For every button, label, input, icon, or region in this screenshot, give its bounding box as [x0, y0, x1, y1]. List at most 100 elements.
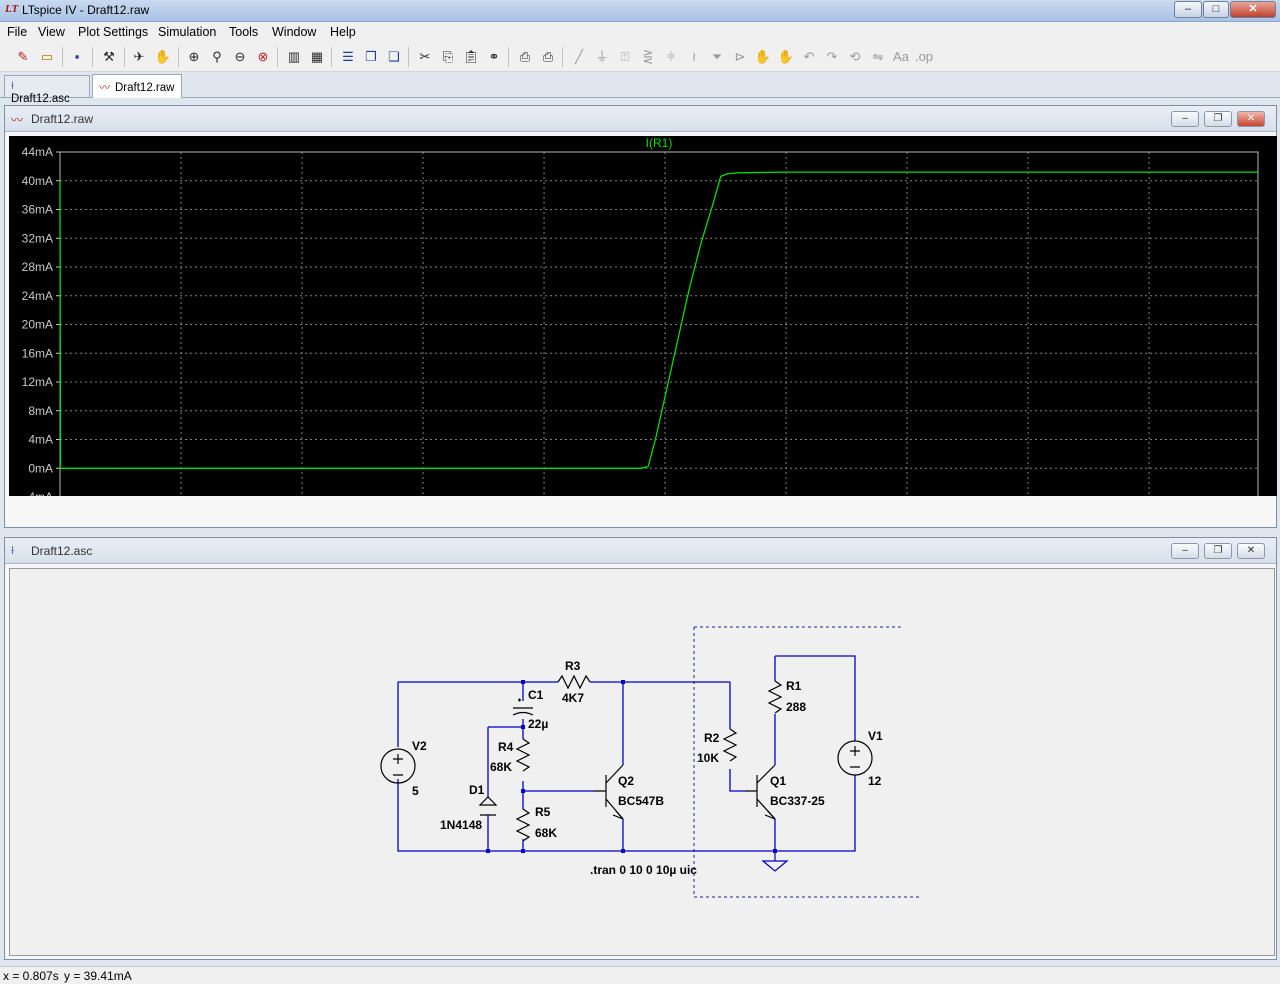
components — [380, 674, 873, 872]
waveform-window-titlebar: 〰 Draft12.raw – ❐ ✕ — [5, 106, 1276, 132]
zoom-icon[interactable]: ⚲ — [212, 49, 222, 64]
plot-restore-button[interactable]: ❐ — [1204, 111, 1232, 127]
y-tick-label: 16mA — [22, 346, 53, 360]
schematic-minimize-button[interactable]: – — [1171, 543, 1199, 559]
r5-ref: R5 — [535, 805, 551, 819]
schematic-window-titlebar: ⟊ Draft12.asc – ❐ ✕ — [5, 538, 1276, 564]
r2-ref: R2 — [704, 731, 720, 745]
print-icon[interactable]: ⎙ — [542, 49, 554, 64]
d1-ref: D1 — [469, 783, 485, 797]
menu-view[interactable]: View — [38, 25, 65, 39]
y-tick-label: 12mA — [22, 375, 53, 389]
inductor-icon[interactable]: ≀ — [691, 49, 697, 64]
component-icon[interactable]: ⊳ — [734, 49, 746, 64]
spice-directive[interactable]: .tran 0 10 0 10µ uic — [590, 863, 697, 877]
copy-icon[interactable]: ⎘ — [442, 49, 454, 64]
plot-minimize-button[interactable]: – — [1171, 111, 1199, 127]
zoom-in-icon[interactable]: ⊕ — [188, 49, 200, 64]
text-icon[interactable]: Aa — [893, 49, 909, 64]
menu-window[interactable]: Window — [272, 25, 317, 39]
menu-simulation[interactable]: Simulation — [158, 25, 217, 39]
drag-icon[interactable]: ✋ — [777, 49, 795, 64]
rotate-icon[interactable]: ⟲ — [849, 49, 861, 64]
pan-icon[interactable]: ✋ — [154, 49, 172, 64]
trace-i-r1 — [59, 171, 1258, 469]
open-icon[interactable]: ▭ — [40, 49, 54, 64]
schematic-restore-button[interactable]: ❐ — [1204, 543, 1232, 559]
r4-value: 68K — [490, 760, 512, 774]
menu-file[interactable]: File — [7, 25, 28, 39]
diode-icon[interactable]: ⏷ — [711, 49, 723, 64]
y-tick-label: 28mA — [22, 260, 53, 274]
menu-tools[interactable]: Tools — [229, 25, 259, 39]
move-icon[interactable]: ✋ — [754, 49, 772, 64]
save-icon[interactable]: ▪ — [74, 49, 80, 64]
r3-value: 4K7 — [562, 691, 584, 705]
run-icon[interactable]: ✈ — [133, 49, 145, 64]
q1-ref: Q1 — [770, 774, 786, 788]
wire-icon[interactable]: ╱ — [575, 49, 583, 64]
y-tick-label: 0mA — [28, 461, 53, 475]
delete-trace-icon[interactable]: ▦ — [310, 49, 324, 64]
capacitor-icon[interactable]: ⫩ — [667, 49, 675, 64]
zoom-cancel-icon[interactable]: ⊗ — [257, 49, 269, 64]
v1-ref: V1 — [868, 729, 883, 743]
control-panel-icon[interactable]: ⚒ — [103, 49, 115, 64]
status-bar: x = 0.807s y = 39.41mA — [0, 966, 1280, 984]
zoom-out-icon[interactable]: ⊖ — [234, 49, 246, 64]
mirror-icon[interactable]: ⇋ — [872, 49, 884, 64]
r1-value: 288 — [786, 700, 806, 714]
circuit-diagram[interactable]: V2 5 C1 22µ R3 4K7 R4 68K R5 68K D1 1N41… — [10, 569, 1276, 957]
find-icon[interactable]: ⚭ — [488, 49, 500, 64]
print-setup-icon[interactable]: ⎙ — [519, 49, 531, 64]
undo-icon[interactable]: ↶ — [803, 49, 815, 64]
plot-close-button[interactable]: ✕ — [1237, 111, 1265, 127]
q2-value: BC547B — [618, 794, 664, 808]
tile-horizontal-icon[interactable]: ☰ — [342, 49, 354, 64]
ltspice-logo-icon: LT — [5, 3, 19, 15]
close-button[interactable]: ✕ — [1230, 1, 1276, 18]
spice-directive-icon[interactable]: .op — [914, 49, 934, 64]
new-schematic-icon[interactable]: ✎ — [17, 49, 29, 64]
minimize-button[interactable]: – — [1174, 1, 1202, 18]
schematic-canvas[interactable]: V2 5 C1 22µ R3 4K7 R4 68K R5 68K D1 1N41… — [9, 568, 1275, 956]
paste-icon[interactable]: 📋︎ — [462, 49, 480, 64]
tile-vertical-icon[interactable]: ❏ — [388, 49, 400, 64]
autorange-icon[interactable]: ▥ — [287, 49, 301, 64]
label-net-icon[interactable]: ⍐ — [621, 49, 629, 64]
cascade-icon[interactable]: ❐ — [365, 49, 377, 64]
r5-value: 68K — [535, 826, 557, 840]
menu-plot-settings[interactable]: Plot Settings — [78, 25, 149, 39]
trace-label-i-r1: I(R1) — [646, 136, 673, 150]
y-tick-label: 24mA — [22, 289, 53, 303]
window-title: LTspice IV - Draft12.raw — [22, 3, 150, 17]
tab-draft12-asc[interactable]: ⟊Draft12.asc — [4, 75, 90, 105]
waveform-icon: 〰 — [11, 113, 24, 127]
q1-value: BC337-25 — [770, 794, 825, 808]
v2-value: 5 — [412, 784, 419, 798]
waveform-chart[interactable]: 44mA40mA36mA32mA28mA24mA20mA16mA12mA8mA4… — [9, 136, 1277, 516]
waveform-icon: 〰 — [99, 82, 110, 94]
y-tick-label: 32mA — [22, 231, 53, 245]
schematic-close-button[interactable]: ✕ — [1237, 543, 1265, 559]
ground-icon[interactable]: ⏚ — [595, 49, 609, 64]
tab-draft12-raw[interactable]: 〰Draft12.raw — [92, 74, 182, 98]
schematic-icon: ⟊ — [11, 543, 15, 557]
r2-value: 10K — [697, 751, 719, 765]
y-tick-label: 36mA — [22, 203, 53, 217]
y-tick-label: 44mA — [22, 145, 53, 159]
r1-ref: R1 — [786, 679, 802, 693]
resistor-icon[interactable]: ⋛ — [642, 49, 654, 64]
redo-icon[interactable]: ↷ — [826, 49, 838, 64]
c1-ref: C1 — [528, 688, 544, 702]
app-titlebar: LT LTspice IV - Draft12.raw – □ ✕ — [0, 0, 1280, 22]
menu-help[interactable]: Help — [330, 25, 356, 39]
maximize-button[interactable]: □ — [1203, 1, 1229, 18]
y-tick-label: 4mA — [28, 433, 53, 447]
d1-value: 1N4148 — [440, 818, 482, 832]
v1-value: 12 — [868, 774, 882, 788]
waveform-window-title: Draft12.raw — [31, 112, 94, 126]
cut-icon[interactable]: ✂ — [419, 49, 431, 64]
